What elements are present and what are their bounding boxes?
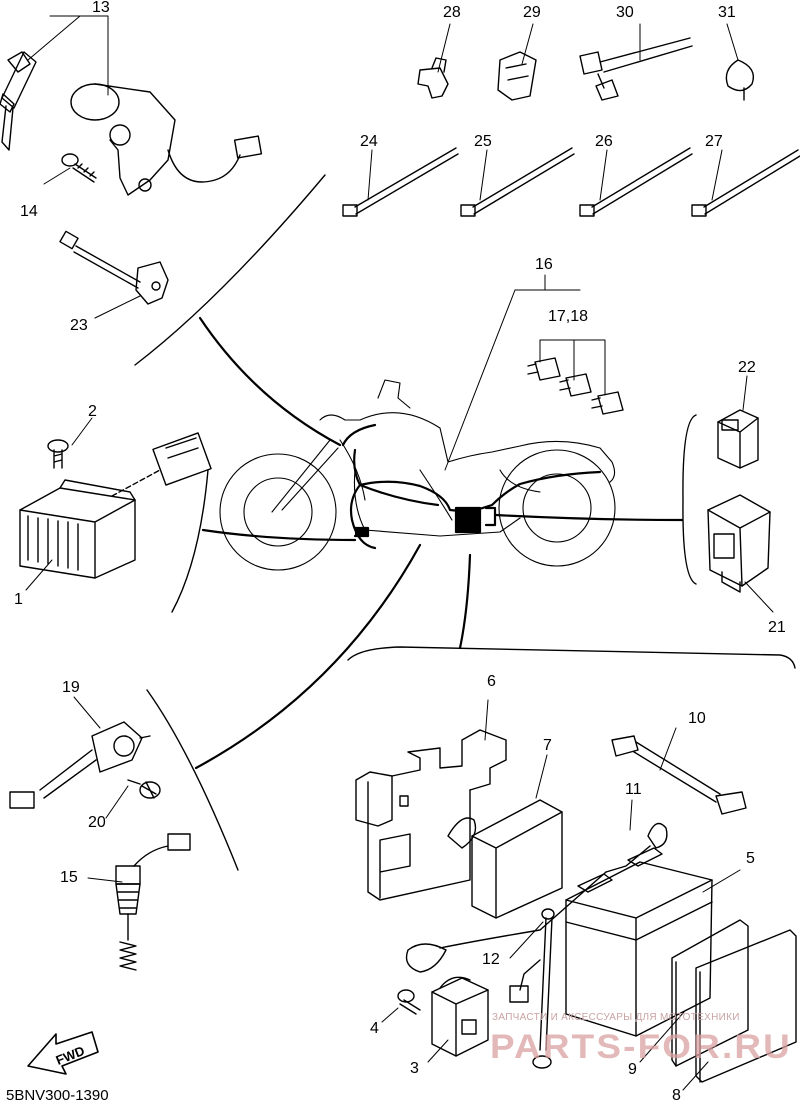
callout-13: 13 [92,0,110,16]
sensor-part-19 [9,721,151,809]
group-boundary-lower-left [146,689,239,871]
callout-4: 4 [370,1020,379,1037]
callout-23: 23 [70,317,88,334]
callout-17-18: 17,18 [548,308,589,325]
cable-tie-part-27 [691,149,800,217]
group-boundary-right [682,414,697,585]
callout-16: 16 [535,256,553,273]
group-boundary-bottom [347,646,796,669]
screw-part-20 [127,779,161,799]
callout-27: 27 [705,133,723,150]
callout-12: 12 [482,951,500,968]
diagram-code: 5BNV300-1390 [6,1087,109,1104]
group-boundary-top-left [134,174,326,366]
group-boundary-left [171,469,209,613]
callout-20: 20 [88,814,106,831]
rectifier-part-1 [19,432,212,579]
callout-3: 3 [410,1060,419,1077]
callout-11: 11 [625,781,642,798]
switch-part-15 [115,833,191,971]
bolt-part-2 [47,439,69,469]
pad-part-7 [471,799,563,919]
callout-24: 24 [360,133,378,150]
motorcycle-silhouette [219,379,616,571]
callout-6: 6 [487,673,496,690]
callout-29: 29 [523,4,541,21]
clamp-part-28 [417,57,449,99]
band-part-10 [611,735,747,815]
relay-part-22 [717,409,759,469]
callout-1: 1 [14,591,23,608]
callout-7: 7 [543,737,552,754]
callout-8: 8 [672,1087,681,1104]
callout-9: 9 [628,1061,637,1078]
lead-part-12 [509,908,555,1069]
leader-lines-bike [194,316,684,770]
callout-2: 2 [88,403,97,420]
sensor-part-23 [59,230,169,305]
screw-part-14 [61,153,97,183]
cable-tie-part-25 [460,147,575,217]
callout-31: 31 [718,4,736,21]
watermark-logo: PARTS-FOR.RU [490,1028,792,1066]
callout-22: 22 [738,359,756,376]
fwd-label: FWD [54,1043,87,1068]
callout-14: 14 [20,203,38,220]
clip-part-29 [497,51,537,101]
bolt-part-4 [397,989,421,1015]
starter-relay-part-3 [431,976,489,1057]
control-unit-part-21 [707,494,771,593]
lead-part-11 [405,822,668,973]
wiring-harness [341,423,602,550]
cable-tie-part-30 [579,37,693,101]
band-part-31 [725,59,755,101]
leader-lines-thin [25,15,774,1091]
fwd-arrow [27,1031,99,1075]
callout-15: 15 [60,869,78,886]
callout-30: 30 [616,4,634,21]
callout-10: 10 [688,710,706,727]
callout-25: 25 [474,133,492,150]
callout-26: 26 [595,133,613,150]
cable-tie-part-24 [342,147,459,217]
cable-tie-part-26 [579,147,693,217]
fuses-part-17-18 [527,357,624,415]
callout-5: 5 [746,850,755,867]
pad-part-8 [695,929,797,1083]
callout-21: 21 [768,619,786,636]
battery-bracket-part-6 [355,729,507,901]
main-switch-part-13 [0,51,263,196]
callout-28: 28 [443,4,461,21]
watermark-caption: ЗАПЧАСТИ И АКСЕССУАРЫ ДЛЯ МОТОТЕХНИКИ [492,1012,740,1023]
pad-part-9 [671,919,749,1067]
callout-19: 19 [62,679,80,696]
battery-part-5 [565,847,713,1037]
